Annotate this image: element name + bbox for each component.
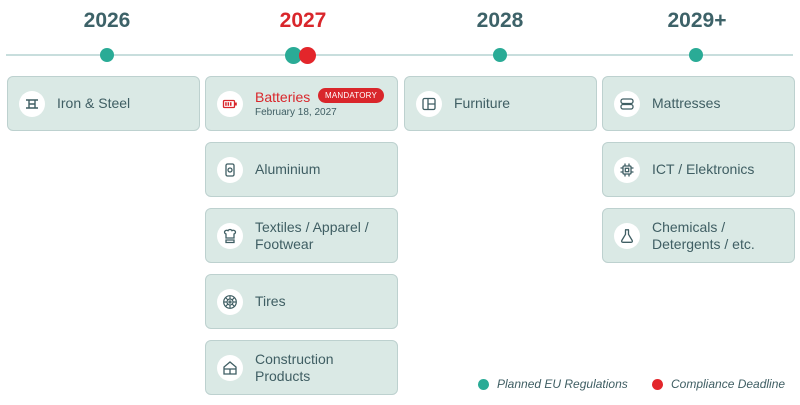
year-2026: 2026 <box>83 9 131 32</box>
mattress-icon <box>614 90 640 117</box>
timeline-dot-2029-plus <box>689 48 703 62</box>
card-furniture[interactable]: Furniture <box>404 76 597 131</box>
card-label-furniture: Furniture <box>454 95 511 111</box>
year-2027: 2027 <box>279 9 327 32</box>
card-ict[interactable]: ICT / Elektronics <box>602 142 795 197</box>
timeline-dot-2028 <box>493 48 507 62</box>
card-label-textiles: Textiles / Apparel / Footwear <box>255 218 369 252</box>
can-icon <box>217 156 243 183</box>
card-chemicals[interactable]: Chemicals / Detergents / etc. <box>602 208 795 263</box>
steel-beam-icon <box>19 90 45 117</box>
year-2029-plus: 2029+ <box>667 9 727 32</box>
card-aluminium[interactable]: Aluminium <box>205 142 398 197</box>
card-iron-steel[interactable]: Iron & Steel <box>7 76 200 131</box>
card-label-chemicals: Chemicals / Detergents / etc. <box>652 218 755 252</box>
building-icon <box>217 354 243 381</box>
year-2028: 2028 <box>476 9 524 32</box>
card-label-ict: ICT / Elektronics <box>652 161 755 177</box>
tire-icon <box>217 288 243 315</box>
card-label-iron-steel: Iron & Steel <box>57 95 131 111</box>
mandatory-badge: MANDATORY <box>317 88 384 103</box>
card-label-tires: Tires <box>255 293 286 309</box>
timeline-dot-2027-planned <box>285 47 302 64</box>
legend-deadline-dot <box>652 378 663 390</box>
card-label-aluminium: Aluminium <box>255 161 321 177</box>
legend-planned-dot <box>478 378 489 390</box>
battery-icon <box>217 90 243 117</box>
card-batteries[interactable]: Batteries February 18, 2027 MANDATORY <box>205 76 398 131</box>
flask-icon <box>614 222 640 249</box>
batteries-deadline-date: February 18, 2027 <box>255 107 337 118</box>
legend-planned: Planned EU Regulations <box>478 377 628 391</box>
card-label-construction: Construction Products <box>255 350 334 384</box>
card-textiles[interactable]: Textiles / Apparel / Footwear <box>205 208 398 263</box>
card-construction[interactable]: Construction Products <box>205 340 398 395</box>
card-label-mattresses: Mattresses <box>652 95 721 111</box>
cabinet-icon <box>416 90 442 117</box>
legend-deadline-label: Compliance Deadline <box>671 377 786 391</box>
timeline-axis <box>6 54 793 56</box>
legend-deadline: Compliance Deadline <box>652 377 785 391</box>
legend-planned-label: Planned EU Regulations <box>497 377 628 391</box>
card-tires[interactable]: Tires <box>205 274 398 329</box>
card-label-batteries: Batteries <box>255 89 311 105</box>
timeline-dot-2026 <box>100 48 114 62</box>
chip-icon <box>614 156 640 183</box>
shirt-icon <box>217 222 243 249</box>
card-mattresses[interactable]: Mattresses <box>602 76 795 131</box>
timeline-dot-2027-deadline <box>299 47 316 64</box>
